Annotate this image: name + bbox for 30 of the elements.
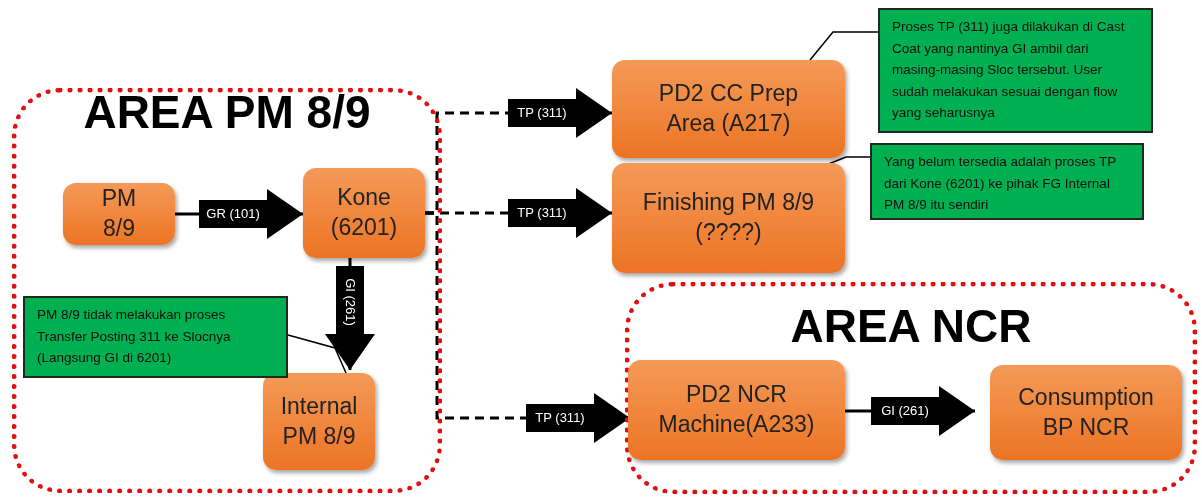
- process-label: PD2 CC Prep Area (A217): [657, 79, 800, 138]
- edge-label: TP (311): [515, 205, 569, 221]
- edge-label: GI (261): [342, 276, 358, 328]
- process-box: [612, 60, 845, 158]
- note-text: PM 8/9 tidak melakukan proses Transfer Posting 311 ke Slocnya (Langsung GI di 6201): [37, 307, 231, 366]
- process-box: [63, 183, 175, 245]
- process-box: [628, 360, 845, 460]
- area-title: AREA PM 8/9: [82, 85, 372, 139]
- process-label: PM 8/9: [100, 184, 138, 243]
- process-box: [612, 163, 845, 273]
- note-text: Yang belum tersedia adalah proses TP dari Kone (6201) ke pihak FG Internal PM 8/9 itu sendiri: [884, 154, 1116, 213]
- edge-label: TP (311): [533, 410, 587, 426]
- process-box: [263, 373, 375, 470]
- dotted-area-frame: [625, 282, 1197, 494]
- process-box: [990, 365, 1182, 460]
- process-label: Consumption BP NCR: [1018, 382, 1154, 442]
- edge-label: GI (261): [879, 403, 931, 419]
- edge-label: TP (311): [515, 105, 569, 121]
- process-label: PD2 NCR Machine(A233): [657, 380, 816, 439]
- note-box: [878, 8, 1153, 133]
- dotted-area-frame: [12, 88, 442, 493]
- process-label: Kone (6201): [330, 183, 398, 242]
- edge-label: GR (101): [204, 206, 262, 222]
- process-label: Finishing PM 8/9 (????): [641, 188, 816, 247]
- process-box: [303, 168, 425, 258]
- note-box: [870, 143, 1144, 220]
- note-box: [23, 296, 288, 378]
- note-text: Proses TP (311) juga dilakukan di Cast Coat yang nantinya GI ambil dari masing-masing Sloc tersebut. User sudah melakukan sesuai dengan flow yang seharusnya: [892, 19, 1125, 121]
- area-title: AREA NCR: [789, 299, 1033, 353]
- process-label: Internal PM 8/9: [280, 391, 358, 451]
